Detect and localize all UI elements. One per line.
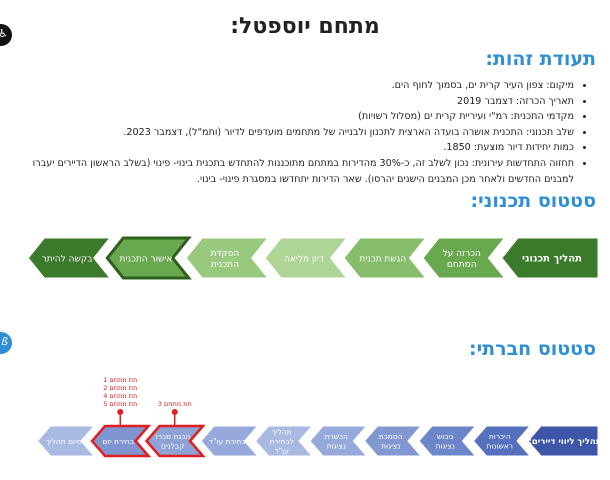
social-step-label: גיבוש [437,432,453,441]
annotation-dot [171,409,178,415]
identity-bullet-list: מיקום: צפון העיר קרית ים, בסמוך לחוף הים… [14,78,588,187]
planning-step-shape [27,237,111,279]
social-step-label: בחירת יזם [102,437,134,446]
social-step-shape [254,425,314,457]
planning-step-2: הגשת תכנית [343,237,427,279]
social-step-label: סיום תהליך [46,437,82,446]
planning-step-shape [185,237,269,279]
planning-step-label: התכנית [211,260,239,270]
social-step-shape [363,425,423,457]
bullet-renewal-forecast: תחזוה התחדשות עירונית: נכון לשלב זה, כ-3… [14,156,574,187]
planning-step-6: בקשה להיתר [27,237,111,279]
planning-step-3: דיון מליאה [264,237,348,279]
annotation-dot [117,409,124,415]
social-step-shape [527,425,599,457]
planning-step-label: אישור התכנית [120,255,173,265]
social-step-label: תהליך [272,427,292,436]
social-step-label: נציגות [436,442,455,451]
planning-step-shape [422,237,506,279]
planning-step-label: בקשה להיתר [42,255,93,265]
planning-step-5: אישור התכנית [105,236,192,280]
planning-step-label: הכרזה על [443,249,481,259]
social-step-shape [90,424,152,458]
identity-heading: תעודת זהות: [485,48,596,70]
annotation-label: תת מתחם 1 [103,376,137,384]
social-step-shape [144,424,206,458]
bullet-location: מיקום: צפון העיר קרית ים, בסמוך לחוף הים… [14,78,574,94]
social-step-label: עו"ד [275,446,290,455]
brand-badge-icon: ß [1,335,8,348]
social-step-label: בחירת עו"ד [209,437,246,446]
planning-step-shape [343,237,427,279]
social-step-label: לבחירת [270,437,294,446]
social-process-chevrons: תהליך ליווי דיירים:היכרותראשונותגיבושנצי… [36,376,602,458]
bullet-housing-units: כמות יחידות דיור מוצעת: 1850. [14,140,574,156]
planning-step-label: המתחם [447,260,477,270]
annotation-label: תת מתחם 5 [103,400,137,408]
social-step-label: נציגות [381,442,400,451]
planning-step-label: הגשת תכנית [359,255,406,265]
annotation-label: תת מתחם 2 [103,384,137,392]
planning-step-label: הפקדת [211,249,240,259]
social-step-shape [309,425,368,457]
edge-accessibility-button[interactable]: ♿ [0,24,12,46]
planning-step-shape [501,237,599,279]
bullet-promoters: מקדמי התכנית: רמ"י ועיריית קרית ים (מסלו… [14,109,574,125]
social-step-shape [36,425,96,457]
social-step-label: הכנת מכרז [155,432,190,441]
planning-step-0: תהליך תכנוני [501,237,599,279]
planning-step-shape [105,236,192,280]
social-step-label: ראשונות [486,442,513,451]
annotation-label: תת מתחם 4 [103,392,137,400]
social-step-6: בחירת עו"ד [200,425,259,457]
planning-heading: סטטוס תכנוני: [470,190,596,212]
planning-step-label: תהליך תכנוני [522,254,582,265]
planning-step-label: דיון מליאה [284,255,324,265]
social-step-label: הכשרת [325,432,348,441]
social-step-shape [418,425,477,457]
social-step-label: קבלנים [161,442,185,451]
social-step-8: בחירת יזם [90,424,152,458]
accessibility-icon: ♿ [0,27,8,40]
bullet-planning-stage: שלב תכנוני: התכנית אושרה בועדה הארצית לת… [14,125,574,141]
social-heading: סטטוס חברתי: [468,338,596,360]
annotation-label: תת מתחם 3 [158,400,192,408]
bullet-declaration-date: תאריך הכרזה: דצמבר 2019 [14,94,574,110]
social-step-label: נציגות [327,442,346,451]
social-step-0: תהליך ליווי דיירים: [527,425,602,457]
social-step-label: היכרות [489,432,511,441]
social-step-label: הסמכת [379,432,403,441]
social-step-shape [200,425,259,457]
social-step-9: סיום תהליך [36,425,96,457]
edge-brand-badge[interactable]: ß [0,332,12,354]
page-title: מתחם יוספטל: [230,14,380,39]
planning-step-shape [264,237,348,279]
social-step-label: תהליך ליווי דיירים: [528,437,601,447]
social-step-shape [472,425,532,457]
